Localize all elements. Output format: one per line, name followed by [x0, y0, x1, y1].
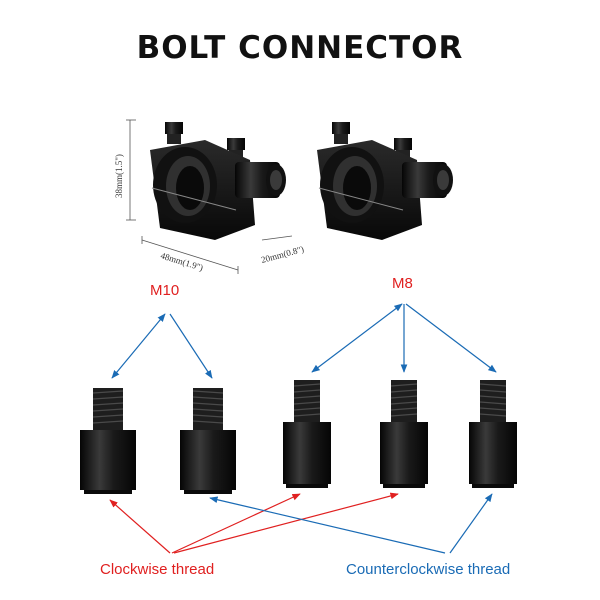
- adapter-m10-counterclockwise: [180, 388, 236, 494]
- clamp-right: [317, 122, 453, 240]
- m10-label: M10: [150, 282, 179, 299]
- m10-arrows: [111, 313, 213, 379]
- clockwise-arrows: [109, 492, 399, 554]
- dimension-lines: [126, 119, 293, 274]
- clockwise-label: Clockwise thread: [100, 561, 214, 578]
- adapter-m10-clockwise: [80, 388, 136, 494]
- page-title: BOLT CONNECTOR: [136, 30, 464, 66]
- counterclockwise-label: Counterclockwise thread: [346, 561, 510, 578]
- adapter-m8-clockwise-1: [283, 380, 331, 488]
- counterclockwise-arrows: [209, 493, 493, 554]
- dim-depth: 20mm(0.8"): [260, 244, 305, 265]
- m8-arrows: [311, 303, 497, 373]
- m8-label: M8: [392, 275, 413, 292]
- dim-height: 38mm(1.5"): [114, 154, 124, 198]
- adapter-m8-clockwise-2: [380, 380, 428, 488]
- adapter-m8-counterclockwise: [469, 380, 517, 488]
- clamp-left: [150, 122, 286, 240]
- dim-width: 48mm(1.9"): [159, 250, 204, 272]
